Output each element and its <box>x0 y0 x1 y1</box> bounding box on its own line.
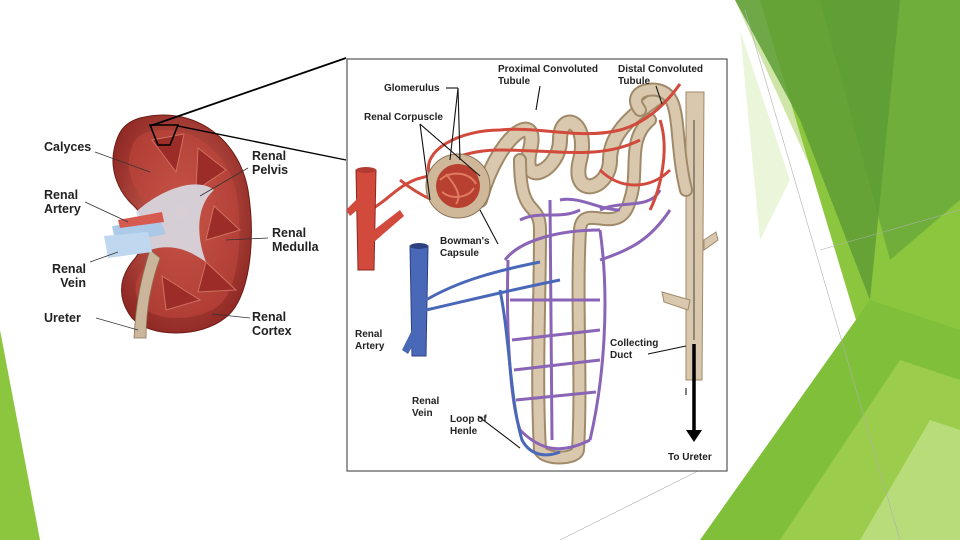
label-ureter: Ureter <box>44 311 81 325</box>
label-nephron-renal-vein: Renal Vein <box>412 396 440 419</box>
kidney-leader-lines <box>84 151 269 331</box>
nephron-leader-lines <box>419 85 687 449</box>
green-decoration-left <box>0 330 40 540</box>
label-proximal-tubule: Proximal Convoluted Tubule <box>498 64 599 87</box>
label-renal-cortex: Renal Cortex <box>252 310 292 339</box>
zoom-line-bottom <box>177 125 347 161</box>
nephron-illustration <box>346 82 719 465</box>
label-kidney-renal-vein: Renal Vein <box>51 262 86 291</box>
label-to-ureter: To Ureter <box>668 452 712 463</box>
label-collecting-duct: Collecting Duct <box>610 338 659 361</box>
label-bowmans-capsule: Bowman's Capsule <box>440 236 490 259</box>
label-loop-of-henle: Loop of Henle <box>450 414 487 437</box>
label-renal-pelvis: Renal Pelvis <box>252 149 289 178</box>
label-calyces: Calyces <box>44 140 92 154</box>
green-decoration-right <box>559 0 960 540</box>
label-nephron-renal-artery: Renal Artery <box>355 329 385 352</box>
label-renal-corpuscle: Renal Corpuscle <box>364 112 443 123</box>
kidney-illustration <box>104 114 252 339</box>
label-renal-medulla: Renal Medulla <box>272 226 319 255</box>
label-kidney-renal-artery: Renal Artery <box>44 188 81 217</box>
zoom-line-top <box>149 57 347 127</box>
label-distal-tubule: Distal Convoluted Tubule <box>618 64 704 87</box>
label-glomerulus: Glomerulus <box>384 83 440 94</box>
